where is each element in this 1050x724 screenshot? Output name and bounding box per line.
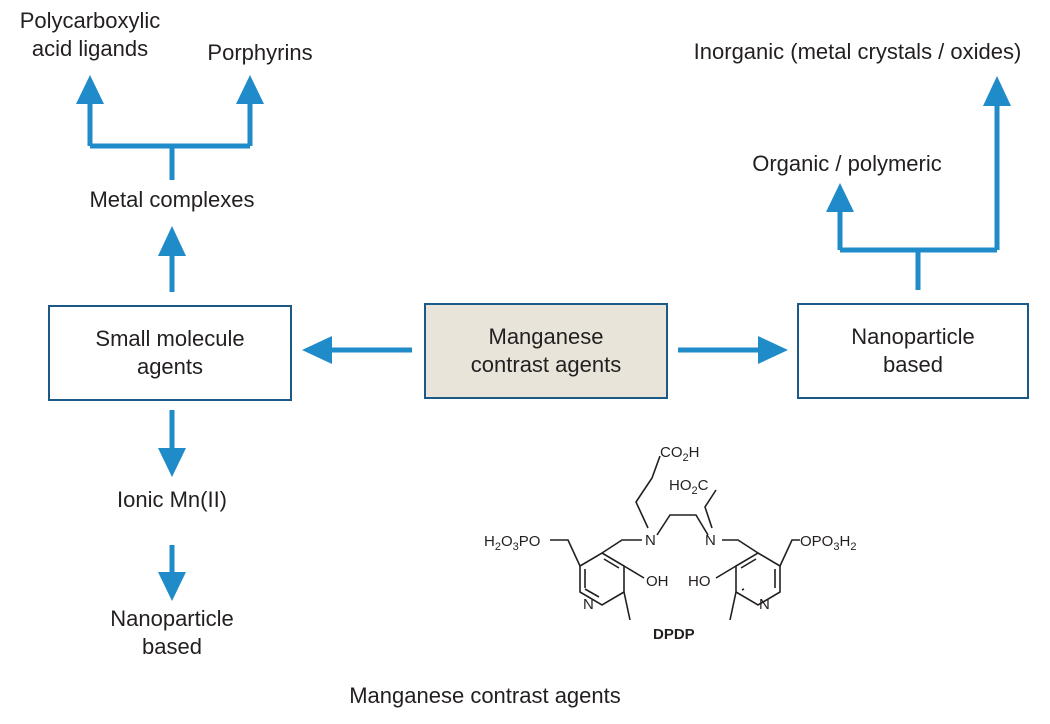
group-oh-left: OH xyxy=(646,573,669,590)
left-oh-bond xyxy=(623,565,645,579)
amine-n-left: N xyxy=(645,532,656,549)
left-ch2-amine xyxy=(601,539,642,554)
ring-n-left: N xyxy=(583,596,594,613)
node-polycarboxylic-acid-ligands: Polycarboxylic acid ligands xyxy=(19,8,161,61)
arrowhead-organic xyxy=(826,183,854,212)
node-nanoparticle-right-label: Nanoparticle based xyxy=(851,324,975,377)
group-ho-right: HO xyxy=(688,573,711,590)
bracket-nanoparticle xyxy=(837,104,1000,290)
group-opo3h2: OPO3H2 xyxy=(800,533,856,553)
left-ring-double-bonds xyxy=(584,558,620,598)
arrowhead-inorganic xyxy=(983,76,1011,106)
arrowhead-polycarboxylic xyxy=(76,75,104,104)
node-manganese-contrast-agents: Manganese contrast agents xyxy=(424,303,668,399)
arrowhead-nanoparticle-left xyxy=(158,572,186,601)
node-nanoparticle-based-left: Nanoparticle based xyxy=(110,606,234,659)
node-ionic-mn: Ionic Mn(II) xyxy=(116,487,228,512)
arrowhead-metal-complexes xyxy=(158,226,186,256)
right-methyl xyxy=(729,591,737,621)
left-methyl xyxy=(623,591,631,621)
arrowheads xyxy=(76,75,1011,601)
group-ho2c: HO2C xyxy=(669,477,709,497)
arrowhead-ionic xyxy=(158,448,186,477)
right-acetate-arm xyxy=(704,489,717,529)
bracket-metal-complexes xyxy=(87,102,253,180)
connectors xyxy=(87,102,1000,574)
structure-name: DPDP xyxy=(653,626,695,643)
dpdp-structure xyxy=(550,455,800,621)
right-oh-bond xyxy=(715,565,737,579)
node-nanoparticle-based-right: Nanoparticle based xyxy=(797,303,1029,399)
node-organic-polymeric: Organic / polymeric xyxy=(752,151,942,176)
right-pyridine-ring xyxy=(735,552,781,606)
right-ch2-opo3 xyxy=(779,539,800,567)
node-metal-complexes: Metal complexes xyxy=(89,187,255,212)
group-co2h-top: CO2H xyxy=(660,444,699,464)
node-center-label: Manganese contrast agents xyxy=(470,324,622,377)
arrowhead-nanoparticle-right xyxy=(758,336,788,364)
node-porphyrins: Porphyrins xyxy=(207,40,313,65)
node-small-molecule-label: Small molecule agents xyxy=(95,326,245,379)
right-ch2-amine xyxy=(722,539,759,554)
left-acetate-arm xyxy=(635,455,661,529)
node-inorganic: Inorganic (metal crystals / oxides) xyxy=(693,39,1022,64)
ring-n-right: N xyxy=(759,596,770,613)
figure-caption: Manganese contrast agents xyxy=(349,683,621,708)
arrowhead-porphyrins xyxy=(236,75,264,104)
left-ch2-opo3 xyxy=(550,539,581,567)
ethylene-bridge xyxy=(656,514,709,536)
right-ring-double-bonds xyxy=(740,558,776,591)
arrowhead-small-molecule xyxy=(302,336,332,364)
dpdp-labels: CO2H HO2C H2O3PO OPO3H2 N N OH HO N N DP… xyxy=(484,444,856,643)
amine-n-right: N xyxy=(705,532,716,549)
group-h2o3po: H2O3PO xyxy=(484,533,540,553)
node-small-molecule-agents: Small molecule agents xyxy=(48,305,292,401)
